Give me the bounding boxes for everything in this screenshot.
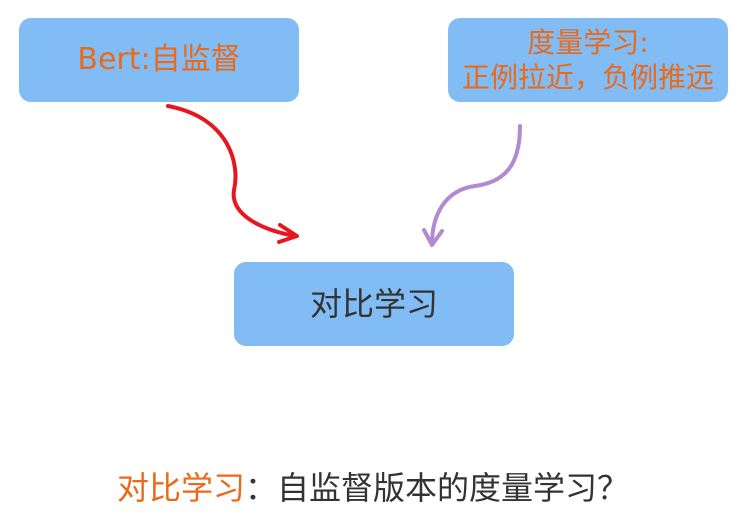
- metric-learning-title: 度量学习:: [527, 26, 649, 59]
- caption-question: ：自监督版本的度量学习？: [245, 469, 630, 507]
- caption: 对比学习：自监督版本的度量学习？: [0, 468, 746, 508]
- contrastive-learning-node: 对比学习: [234, 262, 514, 346]
- bert-node-label: Bert:自监督: [77, 42, 241, 77]
- bert-node: Bert:自监督: [19, 18, 299, 102]
- metric-learning-node: 度量学习: 正例拉近，负例推远: [448, 18, 728, 102]
- bert-to-contrastive-arrowhead: [277, 223, 299, 244]
- bert-to-contrastive-arrow: [166, 104, 297, 238]
- metric-learning-description: 正例拉近，负例推远: [461, 61, 714, 94]
- caption-highlight: 对比学习: [116, 469, 245, 507]
- metric-to-contrastive-arrowhead: [422, 228, 444, 247]
- contrastive-learning-label: 对比学习: [309, 285, 438, 323]
- metric-to-contrastive-arrow: [430, 124, 522, 246]
